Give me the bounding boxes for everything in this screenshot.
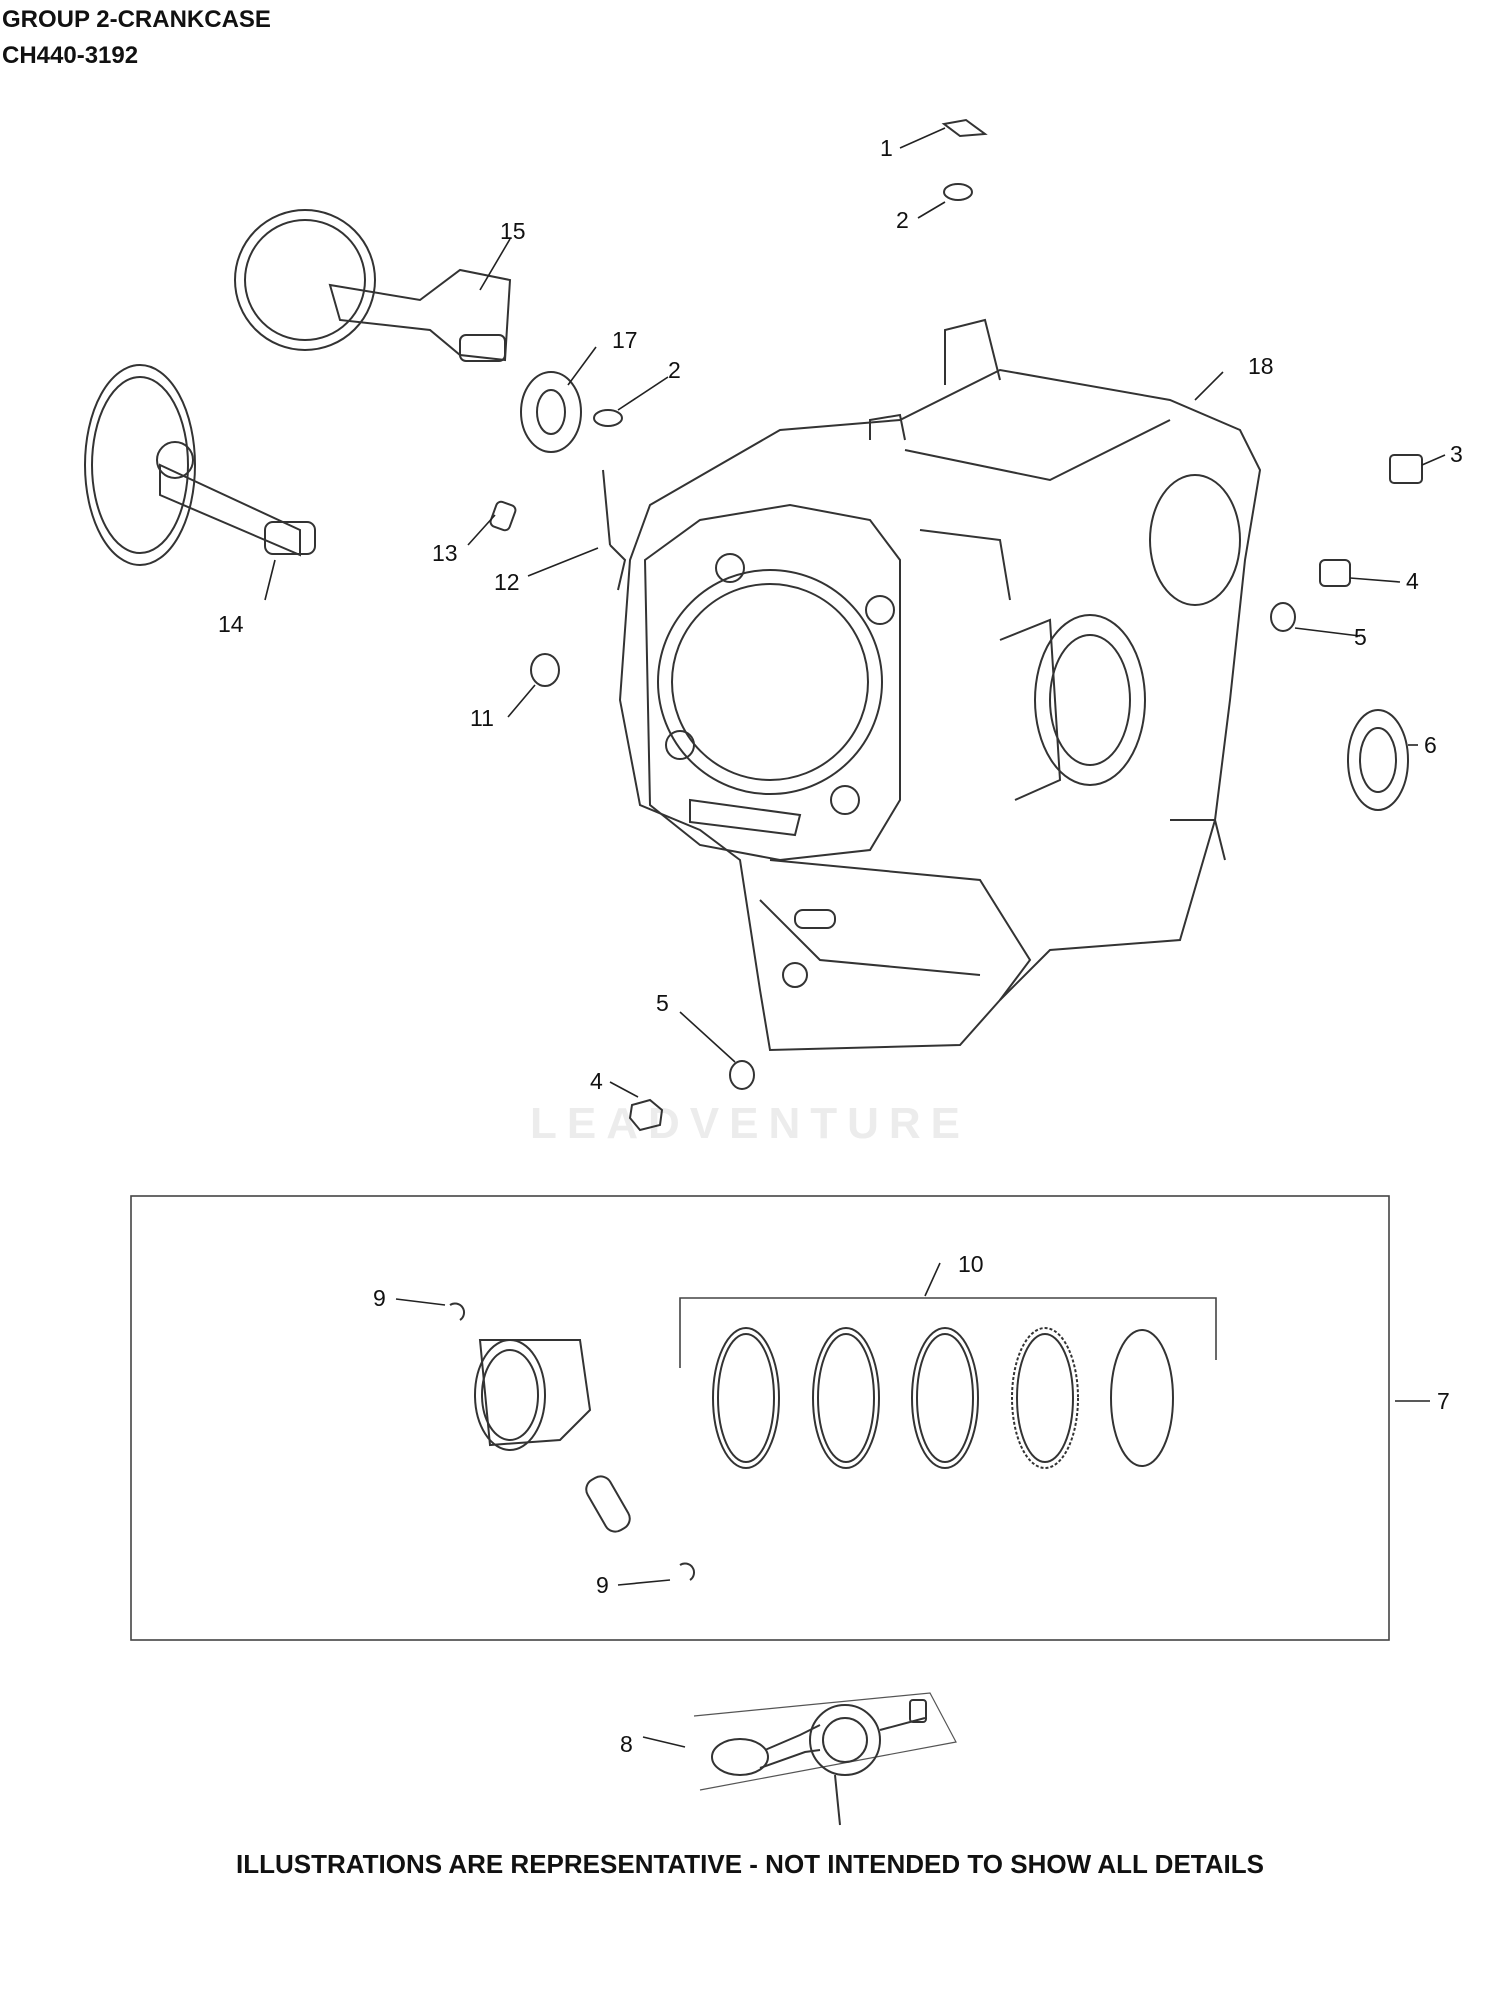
piston-drawing [449,1302,695,1581]
callout-1: 1 [880,135,893,161]
callout-12: 12 [494,569,520,595]
callout-8: 8 [620,1731,633,1757]
callout-5-bottom: 5 [656,990,669,1016]
callout-7: 7 [1437,1388,1450,1414]
callout-5-right: 5 [1354,624,1367,650]
callout-9-bottom: 9 [596,1572,609,1598]
small-parts [489,118,1423,1132]
callout-2-mid: 2 [668,357,681,383]
piston-rings-drawing [712,1327,1174,1469]
callout-9-top: 9 [373,1285,386,1311]
callout-17: 17 [612,327,638,353]
callout-4-bottom: 4 [590,1068,603,1094]
ring-set-bracket [679,1297,1217,1368]
camshaft-drawing [84,364,316,566]
callout-11: 11 [470,705,494,731]
callout-labels: 1 2 2 3 4 4 5 5 6 7 8 9 9 10 11 12 13 14… [218,135,1463,1757]
connecting-rod-drawing [693,1692,957,1826]
callout-14: 14 [218,611,244,637]
page-title: GROUP 2-CRANKCASE [2,6,271,33]
disclaimer-footer: ILLUSTRATIONS ARE REPRESENTATIVE - NOT I… [236,1849,1264,1879]
piston-kit-frame [130,1195,1390,1641]
model-number: CH440-3192 [2,42,139,69]
callout-4-right: 4 [1406,568,1419,594]
callout-13: 13 [432,540,458,566]
governor-shaft-drawing [234,209,512,362]
leader-lines [264,127,1446,1748]
callout-18: 18 [1248,353,1274,379]
crankcase-drawing [618,318,1262,1052]
callout-10: 10 [958,1251,984,1277]
callout-15: 15 [500,218,526,244]
callout-3: 3 [1450,441,1463,467]
callout-2-top: 2 [896,207,909,233]
watermark: LEADVENTURE [529,1099,971,1148]
callout-6: 6 [1424,732,1437,758]
